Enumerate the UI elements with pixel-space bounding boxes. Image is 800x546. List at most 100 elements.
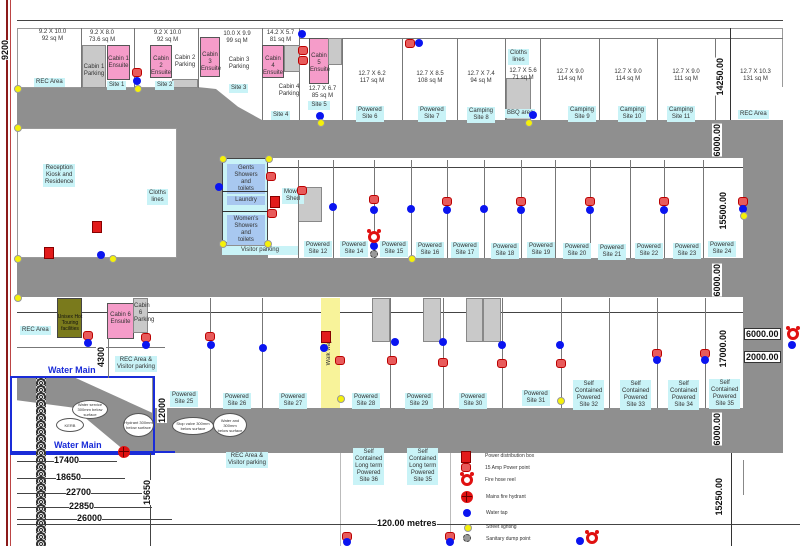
self-contained-site-35-label: Self Contained Powered Site 35 [709, 379, 741, 409]
site-divider [450, 453, 451, 546]
water-main-line [10, 451, 175, 453]
cloths-lines-label: Cloths lines [508, 49, 530, 65]
powered-site-15-label: Powered Site 15 [380, 241, 408, 257]
water-tap-icon [370, 242, 378, 250]
plot-divider [81, 28, 82, 88]
plot-divider [457, 38, 458, 120]
power-point-icon [298, 56, 308, 65]
dimension-line [731, 453, 732, 546]
water-tap-icon [446, 538, 454, 546]
dimension-22850: 22850 [69, 501, 95, 511]
street-light-icon [740, 212, 748, 220]
water-tap-icon [480, 205, 488, 213]
site-divider [561, 298, 562, 408]
lower-area [17, 453, 783, 546]
site-divider [609, 298, 610, 408]
water-tap-icon [586, 206, 594, 214]
water-tap-icon [407, 205, 415, 213]
shade-structure [466, 298, 483, 342]
power-point-icon [438, 358, 448, 367]
shade-structure [423, 298, 441, 342]
water-tap-icon [653, 356, 661, 364]
site-divider [555, 160, 556, 258]
powered-site-18-label: Powered Site 18 [491, 243, 519, 259]
hydrant-note: Hydrant 300mm below surface [123, 413, 154, 437]
plot-dimensions: 9.2 X 10.0 92 sq M [38, 29, 67, 42]
cabin-3-ensuite: Cabin 3 Ensuite [200, 37, 221, 77]
plot-dimensions: 14.2 X 5.7 81 sq M [266, 30, 295, 43]
water-tap-icon [97, 251, 105, 259]
reception-kiosk-label: Reception Kiosk and Residence [43, 164, 76, 187]
cabin-5-ensuite: Cabin 5 Ensuite [309, 38, 330, 84]
powered-site-27-label: Powered Site 27 [279, 393, 307, 409]
street-light-icon [14, 294, 22, 302]
power-point-icon [461, 463, 471, 472]
plot-dimensions: 9.2 X 10.0 92 sq M [153, 30, 182, 43]
water-tap-icon [142, 341, 150, 349]
powered-site-12-label: Powered Site 12 [304, 241, 332, 257]
site-divider [630, 160, 631, 258]
dimension-line [17, 20, 783, 21]
visitor-parking-label: Visitor parking [222, 246, 298, 255]
powered-site-16-label: Powered Site 16 [416, 242, 444, 258]
water-service-note: Water service 300mm below surface [72, 400, 108, 419]
power-point-icon [516, 197, 526, 206]
powered-site-6-label: Powered Site 6 [356, 106, 384, 122]
power-point-icon [335, 356, 345, 365]
site-5-label: Site 5 [308, 101, 330, 110]
street-light-icon [337, 395, 345, 403]
water-tap-icon [329, 203, 337, 211]
plot-dimensions: 12.7 X 6.2 117 sq M [358, 71, 386, 84]
sanitary-dump-icon [370, 250, 378, 258]
water-tap-icon [343, 538, 351, 546]
site-divider [502, 298, 503, 408]
laundry: Laundry [227, 196, 265, 205]
power-point-icon [369, 195, 379, 204]
bbq-area-label: BBQ area [505, 109, 536, 118]
water-tap-icon [84, 339, 92, 347]
dimension-line [730, 28, 731, 120]
amenities-divider [222, 211, 268, 212]
stop-valve-note: Stop valve 300mm below surface [172, 417, 214, 435]
plot-dimensions: 9.2 X 8.0 73.6 sq M [88, 30, 116, 43]
water-main-note: Water and 300mm below surface [213, 413, 247, 437]
power-point-icon [298, 46, 308, 55]
plot-boundary [299, 38, 783, 39]
dimension-9200: 9200 [0, 40, 10, 61]
fire-hose-reel-icon [460, 472, 473, 486]
power-distribution-box-icon [44, 247, 54, 259]
site-divider [210, 298, 211, 408]
powered-site-7-label: Powered Site 7 [418, 106, 446, 122]
power-point-icon [297, 186, 307, 195]
plot-divider [505, 38, 506, 120]
street-light-icon [464, 524, 472, 532]
legend-label: Mains fire hydrant [486, 494, 526, 500]
power-distribution-box-icon [92, 221, 102, 233]
fire-hydrant-icon [461, 491, 473, 503]
dimension-6000: 6000.00 [712, 124, 722, 157]
power-point-icon [556, 359, 566, 368]
water-tap-icon [517, 206, 525, 214]
water-main-label: Water Main [48, 365, 96, 375]
cabin-2-parking: Cabin 2 Parking [174, 55, 196, 68]
powered-site-20-label: Powered Site 20 [563, 243, 591, 259]
water-tap-icon [701, 356, 709, 364]
legend-label: Water tap [486, 510, 508, 516]
power-point-icon [442, 197, 452, 206]
property-boundary [6, 0, 8, 546]
cabin-1-parking: Cabin 1 Parking [82, 45, 106, 88]
cloths-lines-label: Cloths lines [147, 189, 169, 205]
total-length: 120.00 metres [377, 518, 437, 528]
power-point-icon [497, 359, 507, 368]
site-divider [743, 460, 744, 495]
water-tap-icon [529, 111, 537, 119]
water-tap-icon [576, 537, 584, 545]
water-main-line [10, 376, 155, 455]
womens-showers-toilets: Women's Showers and toilets [227, 215, 265, 245]
dimension-17000: 17000.00 [718, 330, 728, 368]
powered-site-25-label: Powered Site 25 [170, 391, 198, 407]
water-tap-icon [660, 206, 668, 214]
dimension-26000: 26000 [77, 513, 103, 523]
kerb-callout: KERB [56, 418, 84, 432]
street-light-icon [219, 240, 227, 248]
